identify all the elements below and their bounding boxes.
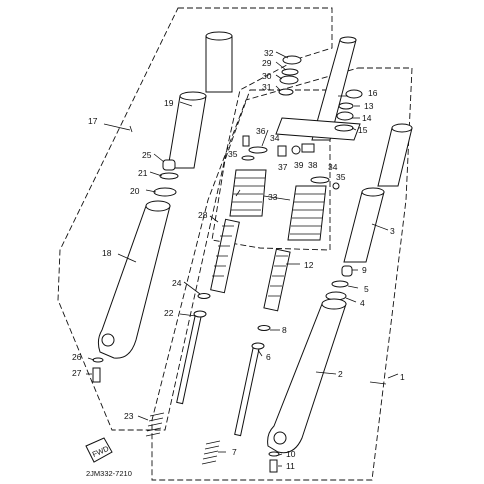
callout-12: 12 (304, 260, 314, 270)
outer-tube-left-top (145, 200, 171, 212)
spring-23 (145, 412, 165, 437)
clip-21 (159, 172, 179, 180)
washer-35-left (241, 155, 255, 161)
washer-31 (278, 88, 294, 96)
inner-tube-right-lower (343, 191, 385, 263)
spring-28 (210, 218, 240, 294)
callout-37: 37 (278, 162, 288, 172)
washer-34-left (248, 146, 268, 154)
outer-tube-right-axle (273, 431, 287, 445)
nut-14 (336, 111, 354, 121)
callout-7: 7 (232, 447, 237, 457)
gaiter-left (229, 169, 267, 217)
outer-tube-right-top (321, 298, 347, 310)
callout-14: 14 (362, 113, 372, 123)
callout-34-left: 34 (270, 133, 280, 143)
callout-15: 15 (358, 125, 368, 135)
inner-tube-right-lower-top (361, 187, 385, 197)
callout-21: 21 (138, 168, 148, 178)
seal-20 (153, 187, 177, 197)
bolt-27 (92, 367, 101, 383)
right-fork-boundary (151, 67, 413, 481)
left-fork-boundary (57, 7, 333, 431)
callout-31: 31 (262, 82, 272, 92)
gaiter-right (287, 185, 327, 241)
clip-24 (197, 293, 211, 299)
callout-23: 23 (124, 411, 134, 421)
drawing-code: 2JM332-7210 (86, 469, 132, 478)
spring-7 (201, 440, 221, 465)
inner-tube-left-lower-top (179, 91, 207, 101)
washer-34-right (310, 176, 330, 184)
washer-26 (92, 357, 104, 363)
inner-tube-left-top (205, 31, 233, 41)
clip-8 (257, 325, 271, 331)
callout-35-left: 35 (228, 149, 238, 159)
outer-tube-left-axle (101, 333, 115, 347)
callout-4: 4 (360, 298, 365, 308)
seal-9 (341, 265, 353, 277)
outer-tube-right (267, 303, 347, 454)
callout-3: 3 (390, 226, 395, 236)
fwd-direction-icon: FWD (85, 437, 113, 463)
damper-rod-right-top (251, 342, 265, 350)
callout-18: 18 (102, 248, 112, 258)
callout-8: 8 (282, 325, 287, 335)
seal-25 (162, 159, 176, 171)
under-bracket (275, 117, 361, 141)
clip-5 (331, 280, 349, 288)
callout-16: 16 (368, 88, 378, 98)
callout-32: 32 (264, 48, 274, 58)
callout-28: 28 (198, 210, 208, 220)
nut-39 (291, 145, 301, 155)
callout-9: 9 (362, 265, 367, 275)
callout-26: 26 (72, 352, 82, 362)
bearing-15 (334, 124, 354, 132)
callout-11: 11 (286, 461, 295, 471)
steering-stem-top (339, 36, 357, 44)
washer-13 (338, 102, 354, 110)
callout-2: 2 (338, 369, 343, 379)
callout-10: 10 (286, 449, 296, 459)
callout-39: 39 (294, 160, 304, 170)
callout-5: 5 (364, 284, 369, 294)
inner-tube-left-lower (167, 95, 207, 169)
callout-35-right: 35 (336, 172, 346, 182)
callout-19: 19 (164, 98, 174, 108)
callout-1: 1 (400, 372, 405, 382)
callout-6: 6 (266, 352, 271, 362)
callout-25: 25 (142, 150, 152, 160)
callout-17: 17 (88, 116, 98, 126)
washer-29 (281, 68, 299, 76)
damper-rod-right (234, 345, 260, 437)
spring-12 (263, 248, 291, 312)
callout-38: 38 (308, 160, 318, 170)
callout-34-right: 34 (328, 162, 338, 172)
callouts: 32 29 30 31 19 17 25 21 20 18 28 24 22 2… (72, 48, 405, 471)
callout-22: 22 (164, 308, 174, 318)
callout-27: 27 (72, 368, 82, 378)
bolt-11 (269, 459, 278, 473)
washer-35-right (332, 182, 340, 190)
washer-10 (268, 451, 280, 457)
bolt-38 (301, 143, 315, 153)
callout-29: 29 (262, 58, 272, 68)
outer-tube-left (97, 205, 171, 359)
callout-24: 24 (172, 278, 182, 288)
bolt-36 (242, 135, 250, 147)
cap-16 (345, 89, 363, 99)
leader-lines (86, 51, 399, 467)
inner-tube-right-top (391, 123, 413, 133)
gaiter-group-boundary (211, 89, 331, 251)
callout-33: 33 (268, 192, 278, 202)
damper-rod-left-top (193, 310, 207, 318)
callout-36: 36 (256, 126, 266, 136)
nut-30 (279, 75, 299, 85)
inner-tube-left (205, 35, 233, 93)
callout-13: 13 (364, 101, 374, 111)
callout-30: 30 (262, 71, 272, 81)
bolt-37 (277, 145, 287, 157)
callout-20: 20 (130, 186, 140, 196)
